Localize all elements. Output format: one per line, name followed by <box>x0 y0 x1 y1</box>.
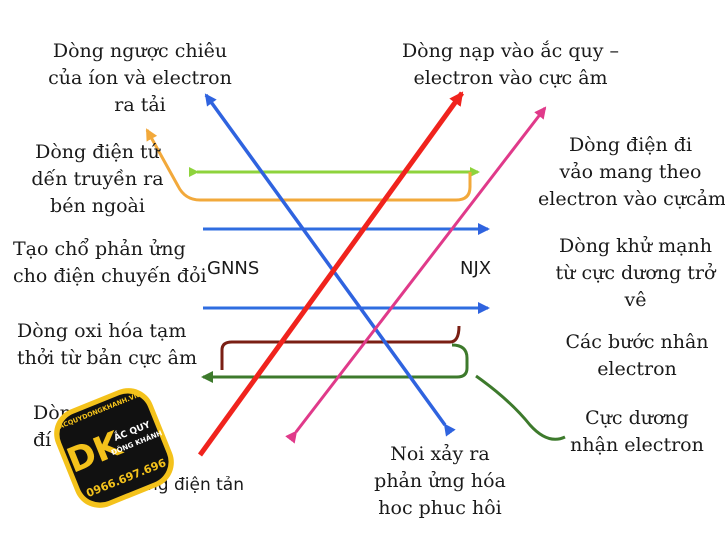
brown-bracket <box>220 325 461 370</box>
label-left-6: ng điện tản <box>147 475 244 495</box>
label-right-1: Dòng nạp vào ắc quy –electron vào cực âm <box>401 40 620 89</box>
dark-green-arrow <box>201 343 469 383</box>
orange-curve-arrow <box>145 128 472 202</box>
side-label-right: NJX <box>460 258 492 279</box>
dark-green-curve <box>475 374 566 441</box>
pink-diagonal-arrow <box>285 106 547 444</box>
dong-khanh-logo: ACQUYDONGKHANH.VN DK ẮC QUY ĐÔNG KHÁNH 0… <box>54 388 174 508</box>
side-label-left: GNNS <box>207 258 260 279</box>
red-diagonal-arrow <box>197 91 465 457</box>
